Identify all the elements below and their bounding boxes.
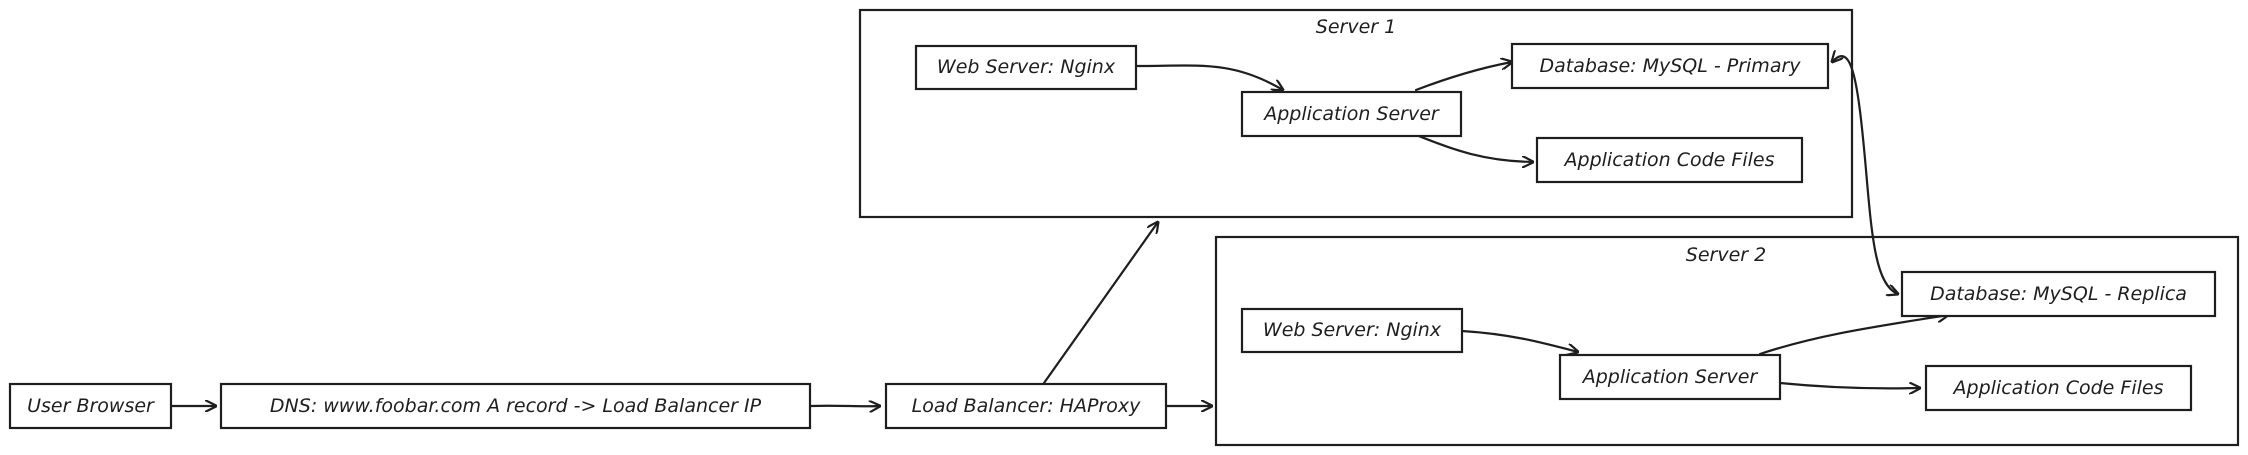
s2-database-label: Database: MySQL - Replica <box>1930 283 2187 305</box>
edge-dns-to-load-balancer <box>809 406 880 407</box>
node-s2-database: Database: MySQL - Replica <box>1900 270 2217 318</box>
user-browser-label: User Browser <box>27 395 155 417</box>
edge-s1-app-to-code <box>1414 133 1533 162</box>
server-1-title: Server 1 <box>1316 16 1396 38</box>
node-s1-database: Database: MySQL - Primary <box>1510 42 1830 90</box>
edge-s2-app-to-code <box>1778 381 1920 388</box>
s1-web-server-label: Web Server: Nginx <box>937 56 1116 78</box>
server-2-title: Server 2 <box>1686 244 1766 266</box>
s2-code-files-label: Application Code Files <box>1952 377 2164 399</box>
edge-primary-to-replica <box>1832 56 1898 294</box>
edge-s1-app-to-db <box>1414 62 1512 92</box>
s1-app-server-label: Application Server <box>1262 103 1440 125</box>
node-s2-web-server: Web Server: Nginx <box>1240 307 1464 354</box>
edges <box>170 56 1948 407</box>
node-user-browser: User Browser <box>8 382 173 430</box>
server-2-frame <box>1214 235 2240 447</box>
node-s1-web-server: Web Server: Nginx <box>914 44 1138 91</box>
node-s1-app-server: Application Server <box>1240 90 1463 138</box>
node-load-balancer: Load Balancer: HAProxy <box>884 382 1168 430</box>
node-s2-app-server: Application Server <box>1558 353 1782 401</box>
s2-web-server-label: Web Server: Nginx <box>1263 319 1442 341</box>
dns-label: DNS: www.foobar.com A record -> Load Bal… <box>270 395 762 417</box>
edge-s1-web-to-app <box>1134 64 1283 90</box>
node-s2-code-files: Application Code Files <box>1924 364 2193 412</box>
node-dns: DNS: www.foobar.com A record -> Load Bal… <box>219 382 812 430</box>
edge-s2-web-to-app <box>1460 329 1578 352</box>
s1-code-files-label: Application Code Files <box>1563 149 1775 171</box>
server-2-group: Server 2 <box>1214 235 2240 447</box>
load-balancer-label: Load Balancer: HAProxy <box>912 395 1141 417</box>
node-s1-code-files: Application Code Files <box>1535 136 1804 184</box>
s2-app-server-label: Application Server <box>1581 366 1759 388</box>
s1-database-label: Database: MySQL - Primary <box>1539 55 1801 77</box>
edge-load-balancer-to-server-1 <box>1042 222 1158 385</box>
edge-s2-app-to-db <box>1758 315 1948 356</box>
